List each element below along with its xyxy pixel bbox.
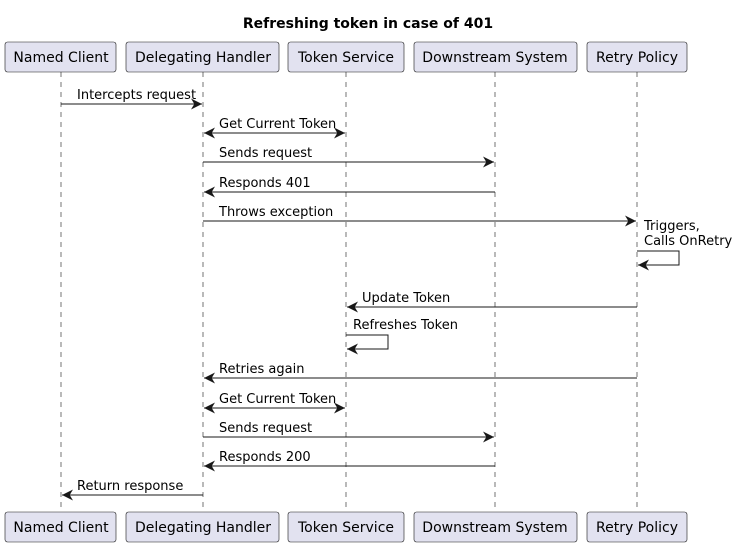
self-message-arrow xyxy=(637,250,680,271)
participant-token-top: Token Service xyxy=(287,41,405,73)
message-label: Refreshes Token xyxy=(353,318,458,333)
message-6: Triggers,Calls OnRetry xyxy=(637,219,733,271)
participant-box xyxy=(4,511,117,543)
message-label: Sends request xyxy=(219,421,312,436)
message-label: Sends request xyxy=(219,146,312,161)
message-7: Update Token xyxy=(347,291,637,313)
participant-box xyxy=(125,41,280,73)
message-11: Sends request xyxy=(203,421,494,443)
message-label: Get Current Token xyxy=(219,117,336,132)
message-label: Get Current Token xyxy=(219,392,336,407)
participant-label: Retry Policy xyxy=(596,520,678,536)
message-2: Get Current Token xyxy=(204,117,345,139)
participant-label: Delegating Handler xyxy=(135,50,271,66)
participant-label: Named Client xyxy=(13,50,109,66)
message-label: Responds 401 xyxy=(219,176,311,191)
message-label: Intercepts request xyxy=(77,88,196,103)
participant-handler-top: Delegating Handler xyxy=(125,41,280,73)
message-label: Responds 200 xyxy=(219,450,311,465)
message-9: Retries again xyxy=(204,362,637,384)
participant-box xyxy=(4,41,117,73)
participant-label: Named Client xyxy=(13,520,109,536)
message-label: Retries again xyxy=(219,362,304,377)
participant-handler-bottom: Delegating Handler xyxy=(125,511,280,543)
participant-client-bottom: Named Client xyxy=(4,511,117,543)
participant-box xyxy=(287,511,405,543)
message-1: Intercepts request xyxy=(61,88,202,110)
participants-bottom: Named Client Delegating Handler Token Serv… xyxy=(4,511,688,543)
participant-label: Downstream System xyxy=(422,520,567,536)
participant-downstream-top: Downstream System xyxy=(413,41,578,73)
participant-token-bottom: Token Service xyxy=(287,511,405,543)
participant-client-top: Named Client xyxy=(4,41,117,73)
message-13: Return response xyxy=(62,479,203,501)
participant-label: Downstream System xyxy=(422,50,567,66)
message-12: Responds 200 xyxy=(204,450,495,472)
participant-box xyxy=(586,41,688,73)
message-label: Triggers,Calls OnRetry xyxy=(643,219,733,249)
participant-box xyxy=(287,41,405,73)
participant-label: Delegating Handler xyxy=(135,520,271,536)
message-5: Throws exception xyxy=(203,205,636,227)
diagram-title: Refreshing token in case of 401 xyxy=(243,16,493,32)
participant-box xyxy=(413,41,578,73)
message-4: Responds 401 xyxy=(204,176,495,198)
lifelines xyxy=(60,72,638,512)
participant-label: Token Service xyxy=(297,520,394,536)
participant-box xyxy=(586,511,688,543)
participant-retry-top: Retry Policy xyxy=(586,41,688,73)
self-message-arrow xyxy=(346,334,389,355)
participant-box xyxy=(413,511,578,543)
message-label: Return response xyxy=(77,479,183,494)
participants-top: Named Client Delegating Handler Token Serv… xyxy=(4,41,688,73)
participant-retry-bottom: Retry Policy xyxy=(586,511,688,543)
participant-label: Token Service xyxy=(297,50,394,66)
message-3: Sends request xyxy=(203,146,494,168)
participant-box xyxy=(125,511,280,543)
message-8: Refreshes Token xyxy=(346,318,458,355)
message-10: Get Current Token xyxy=(204,392,345,414)
message-label: Update Token xyxy=(362,291,450,306)
message-label: Throws exception xyxy=(218,205,333,220)
participant-downstream-bottom: Downstream System xyxy=(413,511,578,543)
participant-label: Retry Policy xyxy=(596,50,678,66)
